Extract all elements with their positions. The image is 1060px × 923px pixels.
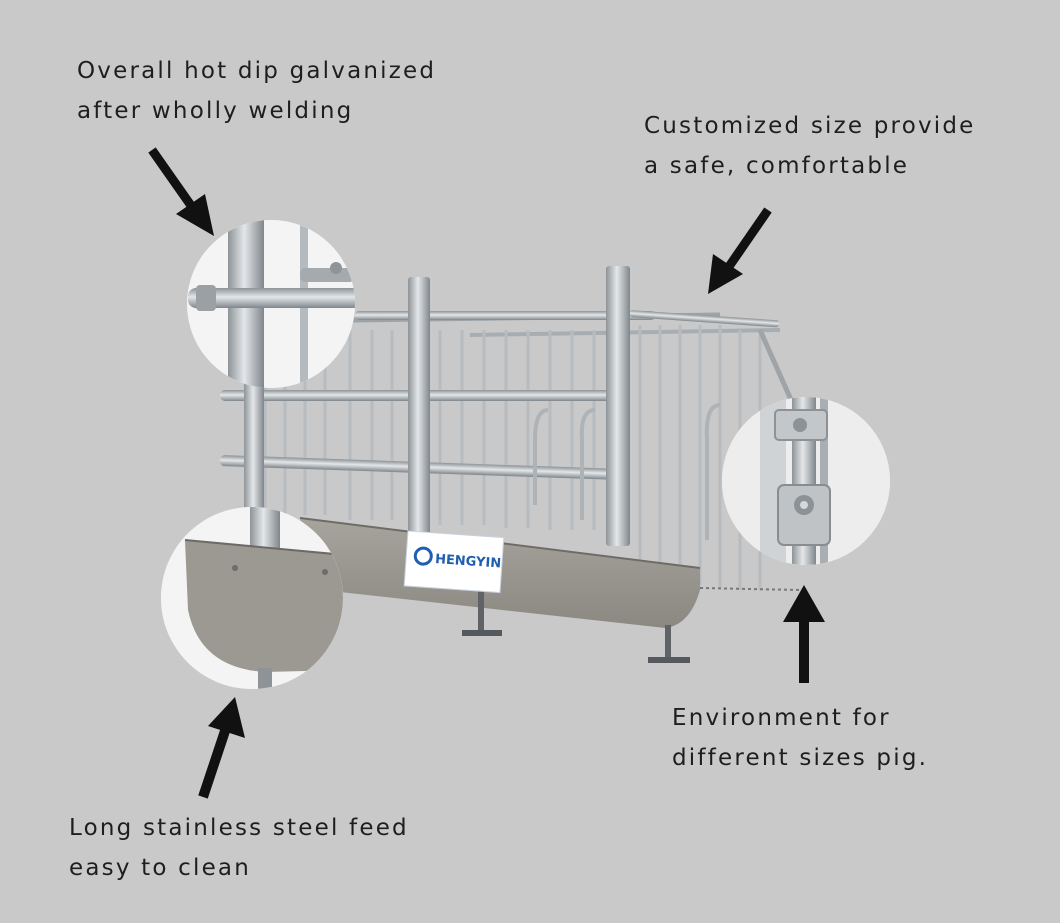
brand-name: HENGYIN — [435, 552, 502, 572]
post — [606, 266, 630, 546]
brand-plate: HENGYIN — [403, 530, 505, 594]
caption-line: a safe, comfortable — [644, 153, 910, 179]
caption-environment: Environment for different sizes pig. — [672, 698, 928, 778]
arrow-to-top-rail-icon — [708, 207, 772, 294]
arrow-to-galvanized-joint-icon — [148, 147, 214, 236]
brand-logo-icon — [413, 546, 433, 566]
caption-feeder: Long stainless steel feed easy to clean — [69, 808, 409, 888]
arrow-to-clamp-icon — [783, 585, 825, 683]
caption-line: easy to clean — [69, 855, 252, 881]
zoom-adjustment-clamp — [722, 397, 890, 565]
post — [408, 277, 430, 535]
arrow-to-trough-icon — [198, 697, 245, 799]
caption-line: different sizes pig. — [672, 745, 929, 771]
zoom-galvanized-joint — [187, 220, 355, 388]
caption-customized: Customized size provide a safe, comforta… — [644, 106, 976, 186]
feed-trough: HENGYIN — [299, 517, 701, 663]
zoom-trough-end — [161, 507, 343, 689]
caption-galvanized: Overall hot dip galvanized after wholly … — [77, 51, 436, 131]
caption-line: Long stainless steel feed — [69, 815, 409, 841]
caption-line: Customized size provide — [644, 113, 976, 139]
caption-line: Overall hot dip galvanized — [77, 58, 437, 84]
caption-line: after wholly welding — [77, 98, 354, 124]
caption-line: Environment for — [672, 705, 891, 731]
